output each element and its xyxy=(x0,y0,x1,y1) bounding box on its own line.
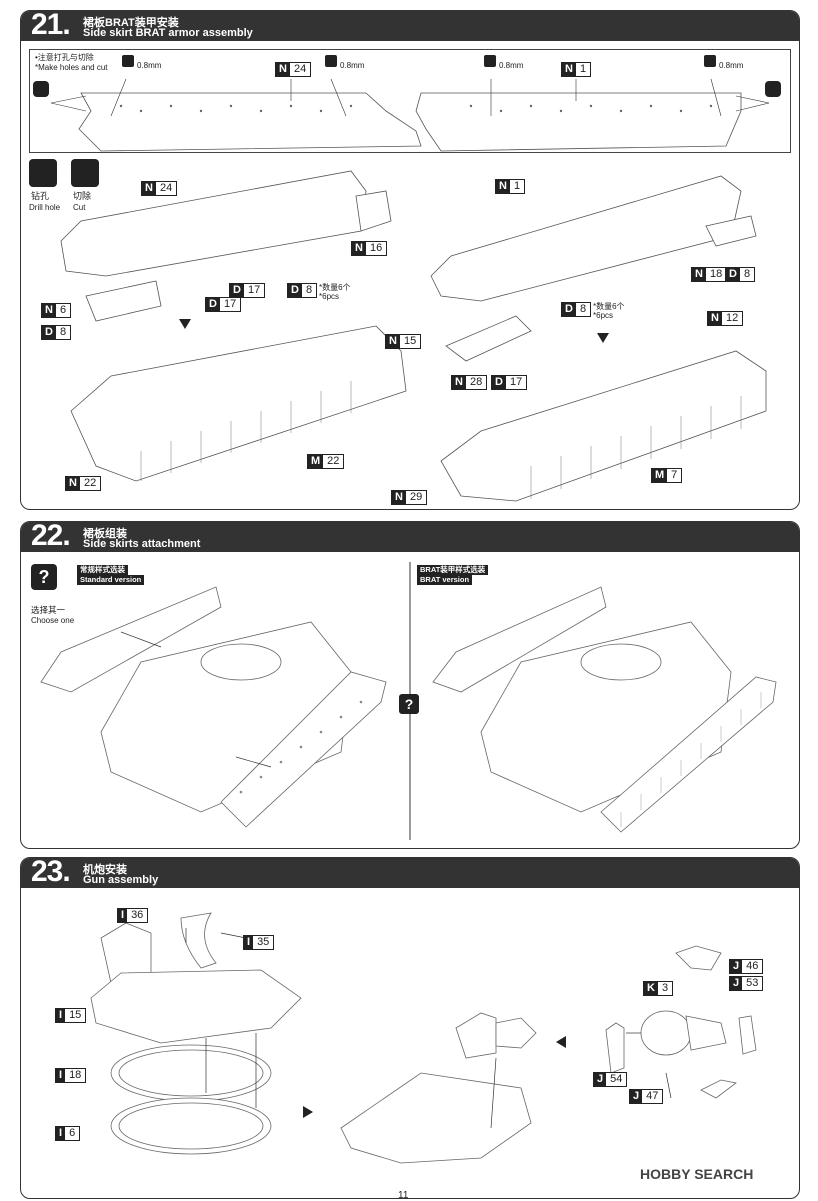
note-en: *Make holes and cut xyxy=(35,63,108,72)
step-number: 23. xyxy=(31,857,71,888)
drill-icon xyxy=(29,159,57,187)
brat-tag-en: BRAT version xyxy=(417,575,473,585)
cut-label-zh: 切除 xyxy=(73,191,92,201)
step-21-panel: 21. 裙板BRAT装甲安装 Side skirt BRAT armor ass… xyxy=(20,10,800,510)
step-title-en: Side skirt BRAT armor assembly xyxy=(83,27,253,39)
flat-skirt-strip xyxy=(29,49,791,153)
step-header: 22. 裙板组装 Side skirts attachment xyxy=(21,522,799,552)
step-23-drawing xyxy=(90,912,757,1164)
watermark: HOBBY SEARCH xyxy=(640,1166,754,1182)
drill-icon xyxy=(122,55,134,67)
drill-label-zh: 钻孔 xyxy=(31,191,50,201)
cut-label-en: Cut xyxy=(73,203,86,212)
quantity-en: *6pcs xyxy=(319,292,340,301)
drill-size-label: 0.8mm xyxy=(340,61,365,70)
drill-icon xyxy=(484,55,496,67)
drill-icon xyxy=(765,81,781,97)
brat-tag-zh: BRAT装甲样式选装 xyxy=(417,565,489,575)
quantity-en: *6pcs xyxy=(593,311,614,320)
step-title-zh: 裙板组装 xyxy=(83,528,127,540)
step-22-drawing xyxy=(40,562,777,840)
drill-label-en: Drill hole xyxy=(29,203,61,212)
drill-size-label: 0.8mm xyxy=(719,61,744,70)
cut-icon xyxy=(71,159,99,187)
note-zh: •注意打孔与切除 xyxy=(35,53,94,62)
step-21-drawing xyxy=(50,78,770,502)
standard-tag-zh: 常规样式选装 xyxy=(77,565,128,575)
step-title-zh: 裙板BRAT装甲安装 xyxy=(83,17,179,29)
step-title-en: Side skirts attachment xyxy=(83,538,201,550)
question-icon: ? xyxy=(399,694,419,714)
step-header: 21. 裙板BRAT装甲安装 Side skirt BRAT armor ass… xyxy=(21,11,799,41)
step-title-zh: 机炮安装 xyxy=(83,864,127,876)
choose-en: Choose one xyxy=(31,616,75,625)
step-number: 22. xyxy=(31,521,71,552)
drill-icon xyxy=(704,55,716,67)
step-22-panel: 22. 裙板组装 Side skirts attachment xyxy=(20,521,800,849)
step-23-panel: 23. 机炮安装 Gun assembly xyxy=(20,857,800,1199)
question-icon: ? xyxy=(31,564,57,590)
drill-icon xyxy=(325,55,337,67)
step-title-en: Gun assembly xyxy=(83,874,159,886)
step-header: 23. 机炮安装 Gun assembly xyxy=(21,858,799,888)
quantity-zh: *数量6个 xyxy=(593,302,625,311)
drill-size-label: 0.8mm xyxy=(137,61,162,70)
page-number: 11 xyxy=(398,1190,409,1201)
step-number: 21. xyxy=(31,10,71,41)
choose-zh: 选择其一 xyxy=(31,605,66,615)
standard-tag-en: Standard version xyxy=(77,575,145,585)
quantity-zh: *数量6个 xyxy=(319,283,351,292)
drill-icon xyxy=(33,81,49,97)
drill-size-label: 0.8mm xyxy=(499,61,524,70)
